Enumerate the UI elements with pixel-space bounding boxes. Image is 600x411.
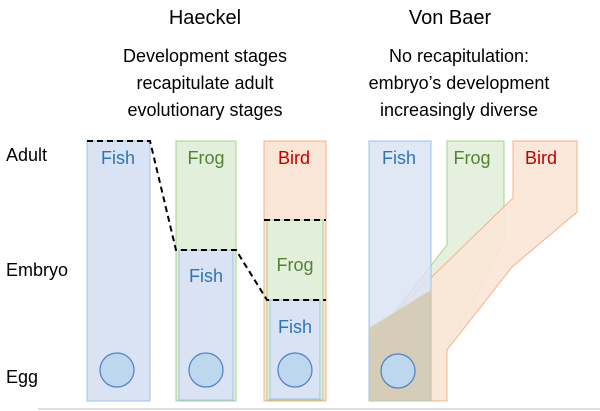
- haeckel-bird-embryo-label-fish: Fish: [278, 317, 312, 337]
- haeckel-title: Haeckel: [169, 7, 241, 29]
- von-baer-description-line: embryo’s development: [369, 73, 550, 93]
- haeckel-description-line: Development stages: [123, 46, 287, 66]
- von-baer-description-line: increasingly diverse: [380, 100, 538, 120]
- von-baer-egg: [380, 353, 416, 389]
- row-label-adult: Adult: [6, 145, 47, 165]
- haeckel-description: Development stages recapitulate adult ev…: [123, 46, 287, 120]
- haeckel-fish-adult-label: Fish: [101, 148, 135, 168]
- haeckel-bird-adult-label: Bird: [278, 148, 310, 168]
- haeckel-fish-egg: [99, 352, 135, 388]
- row-label-egg: Egg: [6, 367, 38, 387]
- von-baer-frog-label: Frog: [453, 148, 490, 168]
- haeckel-bird-embryo-label-frog: Frog: [276, 255, 313, 275]
- haeckel-description-line: recapitulate adult: [136, 73, 273, 93]
- row-label-embryo: Embryo: [6, 260, 68, 280]
- von-baer-fish-label: Fish: [382, 148, 416, 168]
- von-baer-description-line: No recapitulation:: [389, 46, 529, 66]
- haeckel-bird-egg: [277, 352, 313, 388]
- haeckel-frog-embryo-label: Fish: [189, 266, 223, 286]
- von-baer-description: No recapitulation: embryo’s development …: [369, 46, 550, 120]
- von-baer-bird-label: Bird: [525, 148, 557, 168]
- von-baer-title: Von Baer: [409, 7, 492, 29]
- haeckel-stage-boundary-lower: [87, 140, 326, 301]
- haeckel-description-line: evolutionary stages: [127, 100, 282, 120]
- haeckel-frog-egg: [188, 352, 224, 388]
- haeckel-frog-adult-label: Frog: [187, 148, 224, 168]
